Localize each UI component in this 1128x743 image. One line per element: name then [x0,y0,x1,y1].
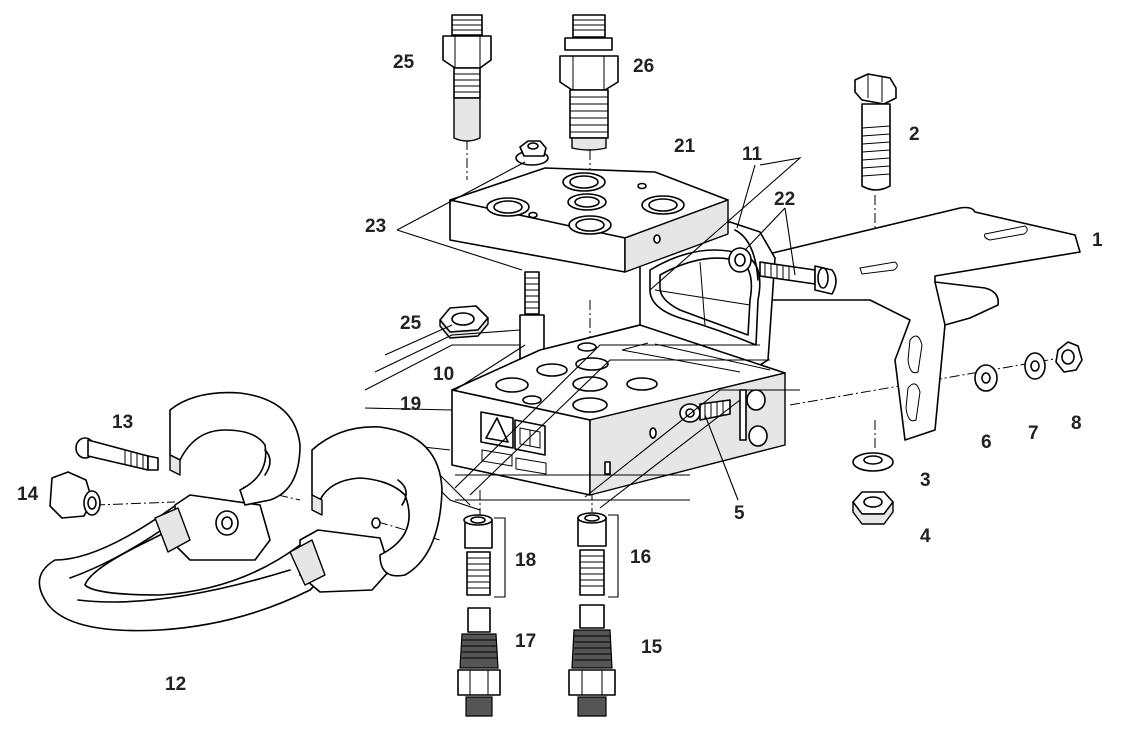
cap-screw-part-5 [679,399,731,423]
sleeve-part-18 [463,514,506,598]
bolt-part-2 [854,73,897,191]
label-part-21: 21 [674,136,696,157]
label-part-4: 4 [920,526,931,547]
fitting-part-25-top [442,14,492,142]
sleeve-part-16 [577,512,619,598]
mounting-bracket [759,206,1081,441]
bolt-part-13 [75,437,159,471]
label-part-17: 17 [515,631,536,652]
label-part-25-top: 25 [393,52,415,73]
label-part-10: 10 [433,364,454,385]
label-part-6: 6 [981,432,992,453]
label-part-16: 16 [630,547,651,568]
top-valve-block-part-21 [449,167,729,273]
label-part-8: 8 [1071,413,1082,434]
label-part-19: 19 [400,394,421,415]
lock-washer-part-7 [1024,352,1046,380]
hex-nut-part-8 [1055,341,1083,373]
label-part-18: 18 [515,550,536,571]
assembly-guide-lines [359,324,800,511]
label-part-14: 14 [17,484,39,505]
label-part-25-middle: 25 [400,313,422,334]
part-labels: 25 26 2 21 11 22 23 1 25 10 19 13 6 7 8 … [17,52,1103,695]
coupling-part-15 [568,604,616,717]
main-valve-block-part-19 [451,324,786,496]
label-part-15: 15 [641,637,663,658]
label-part-7: 7 [1028,423,1039,444]
hex-nut-part-4 [852,491,894,525]
flange-nut-part-23 [515,140,549,166]
label-leader-lines [396,157,802,501]
label-part-2: 2 [909,124,920,145]
coupling-assembly-part-12 [38,391,443,632]
fitting-part-26 [559,14,619,151]
label-part-5: 5 [734,503,745,524]
label-part-3: 3 [920,470,931,491]
label-part-11: 11 [742,144,763,165]
label-part-1: 1 [1092,230,1103,251]
lock-washer-part-3 [852,452,894,472]
flat-washer-part-6 [974,364,998,392]
label-part-12: 12 [165,674,186,695]
label-part-22: 22 [774,189,795,210]
cap-nut-part-14 [49,471,101,519]
coupling-part-17 [457,607,501,717]
label-part-13: 13 [112,412,133,433]
label-part-26: 26 [633,56,654,77]
cap-screw-part-22 [728,247,837,295]
label-part-23: 23 [365,216,386,237]
